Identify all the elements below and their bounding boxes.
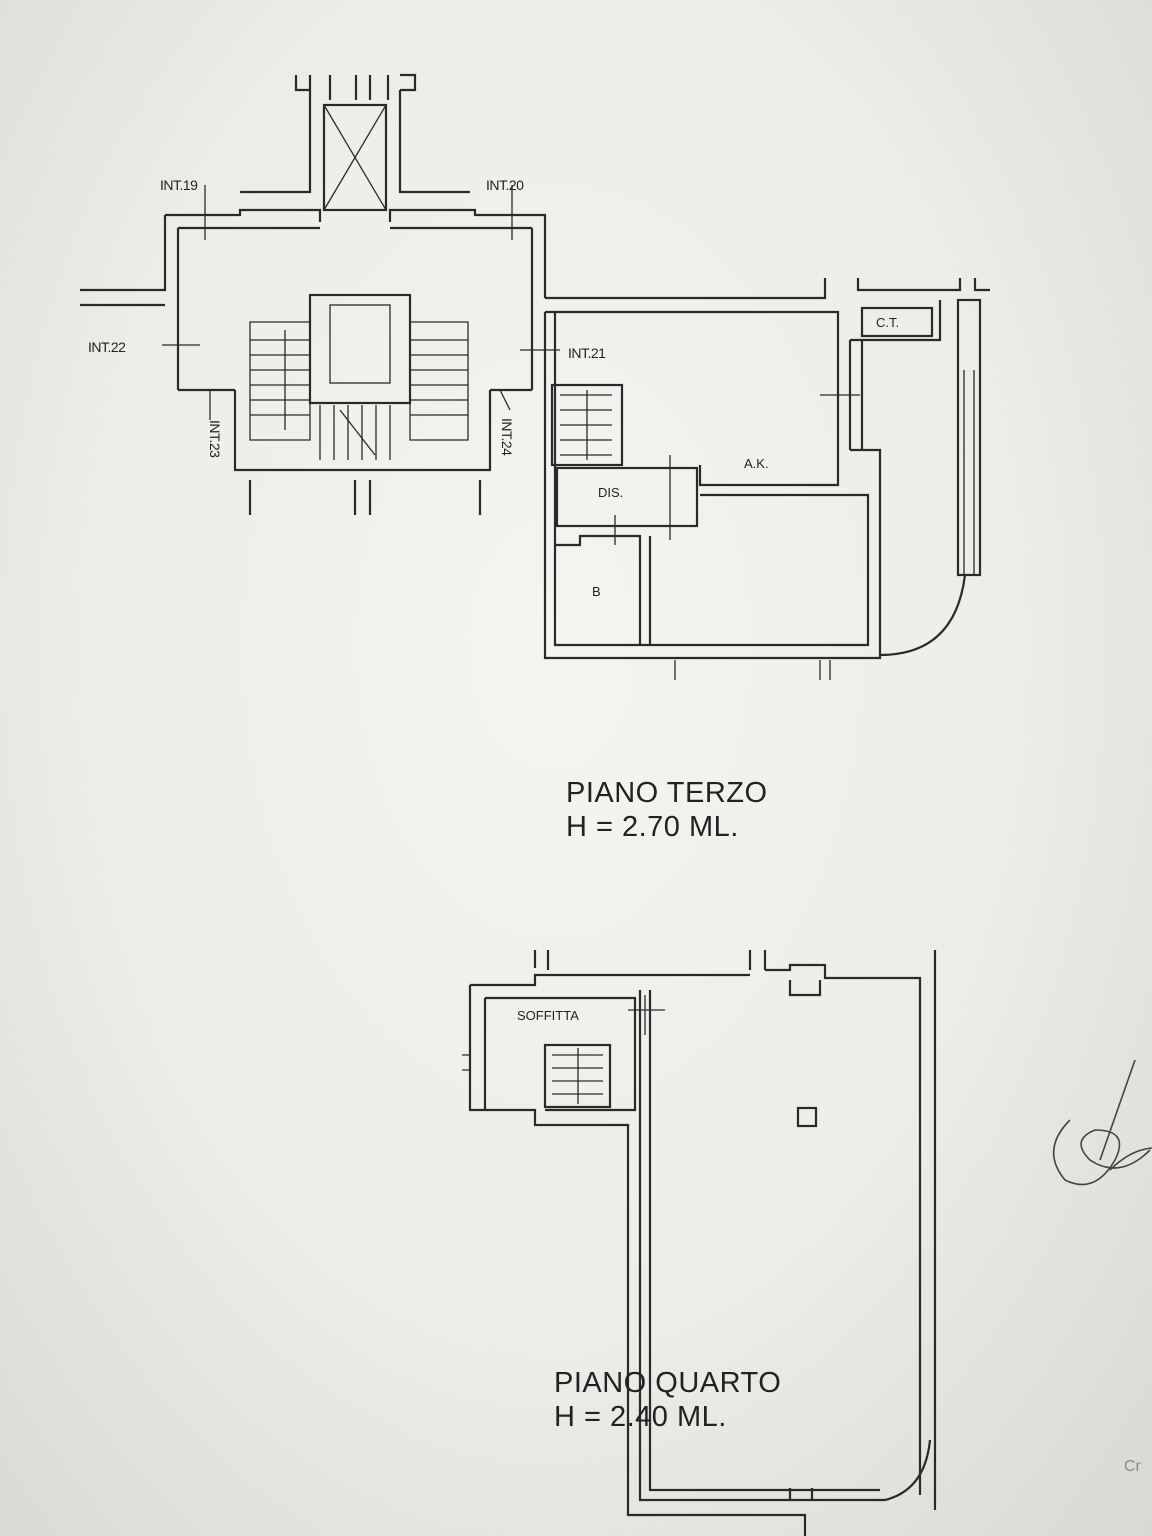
floor4-caption: PIANO QUARTO H = 2.40 ML. <box>554 1366 781 1434</box>
floor4-title: PIANO QUARTO <box>554 1367 782 1399</box>
floor3-caption: PIANO TERZO H = 2.70 ML. <box>566 776 768 844</box>
floor3-height: H = 2.70 ML. <box>566 811 739 843</box>
label-soffitta: SOFFITTA <box>517 1008 579 1023</box>
floor3-title: PIANO TERZO <box>566 777 768 809</box>
label-dis: DIS. <box>598 485 623 500</box>
floor4-plan: SOFFITTA <box>462 950 937 1536</box>
floor4-height: H = 2.40 ML. <box>554 1401 727 1433</box>
floor3-plan: INT.19 INT.20 INT.21 INT.22 INT.23 INT.2… <box>80 73 990 1035</box>
label-int23: INT.23 <box>207 420 223 458</box>
label-int22: INT.22 <box>88 339 126 355</box>
corner-text: Cr <box>1124 1458 1141 1475</box>
label-int19: INT.19 <box>160 177 198 193</box>
label-int21: INT.21 <box>568 345 606 361</box>
label-ct: C.T. <box>876 315 899 330</box>
label-int20: INT.20 <box>486 177 524 193</box>
label-b: B <box>592 584 601 599</box>
label-int24: INT.24 <box>499 418 515 456</box>
label-ak: A.K. <box>744 456 769 471</box>
signature-mark <box>1052 1059 1152 1186</box>
